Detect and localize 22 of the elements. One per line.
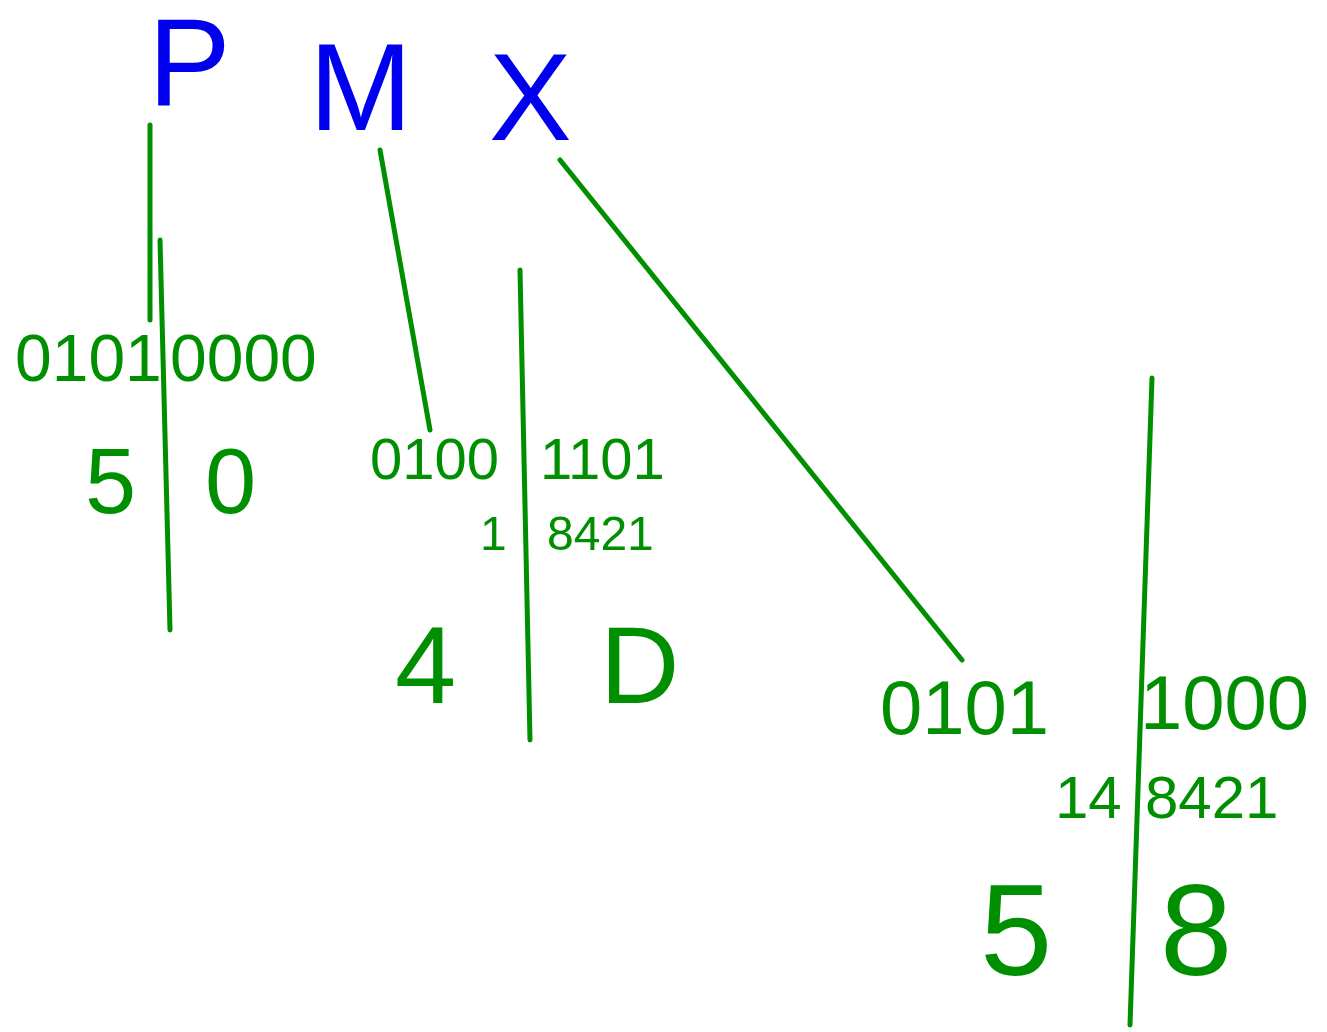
handwritten-number: 8421 <box>547 510 654 558</box>
handwritten-number: 1101 <box>540 430 665 488</box>
connector-line <box>377 147 433 433</box>
connector-line <box>147 122 153 323</box>
handwritten-number: 0101 <box>880 670 1050 746</box>
handwritten-number: 0000 <box>170 325 317 391</box>
handwritten-number: 0100 <box>370 430 500 488</box>
handwritten-letter: M <box>309 25 413 149</box>
handwritten-number: 0 <box>205 435 257 527</box>
handwritten-letter: X <box>489 35 572 159</box>
handwritten-number: 8 <box>1160 865 1233 995</box>
handwritten-number: 0101 <box>15 325 162 391</box>
handwritten-number: 8421 <box>1145 768 1279 828</box>
handwritten-number: 5 <box>980 865 1053 995</box>
handwritten-number: 4 <box>395 610 457 720</box>
handwritten-letter: P <box>148 0 231 124</box>
connector-line <box>557 157 965 663</box>
handwritten-number: 1000 <box>1140 665 1310 741</box>
handwritten-number: D <box>600 610 680 720</box>
handwritten-number: 14 <box>1055 768 1122 828</box>
handwritten-number: 1 <box>480 510 507 558</box>
handwritten-number: 5 <box>85 435 137 527</box>
